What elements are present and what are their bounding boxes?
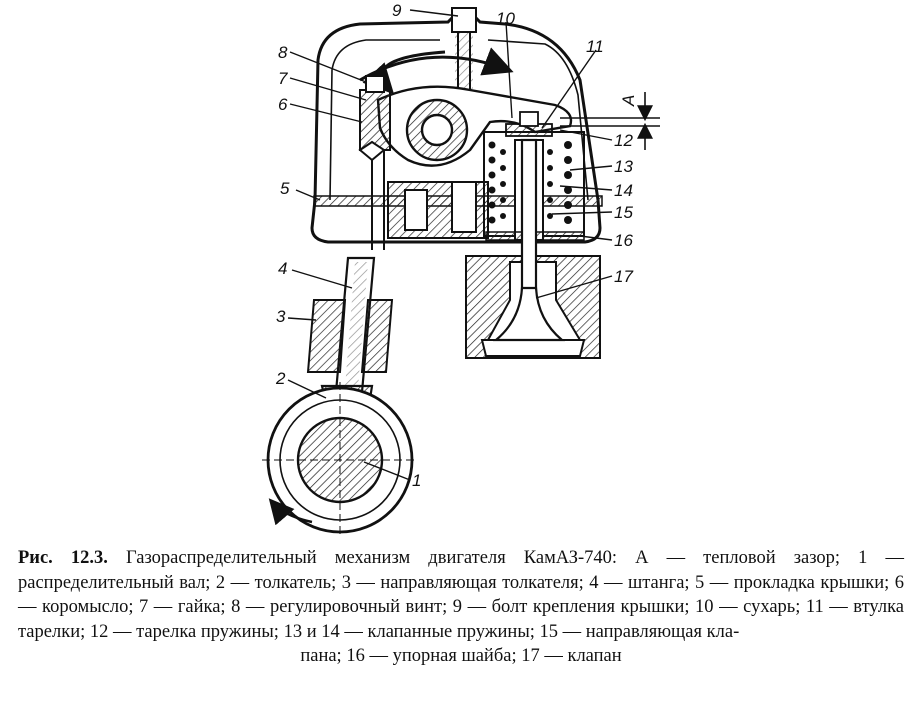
label-A: A <box>619 95 638 107</box>
label-4: 4 <box>278 259 287 278</box>
label-3: 3 <box>276 307 286 326</box>
label-13: 13 <box>614 157 633 176</box>
label-2: 2 <box>275 369 286 388</box>
adjusting-screw <box>358 75 391 250</box>
leader-lines <box>287 9 613 481</box>
label-7: 7 <box>278 69 288 88</box>
part-labels: 1 2 3 4 5 6 7 8 9 10 11 12 13 14 15 16 1… <box>275 1 638 490</box>
valve-mechanism-diagram: 1 2 3 4 5 6 7 8 9 10 11 12 13 14 15 16 1… <box>262 1 660 538</box>
valve <box>492 138 566 342</box>
figure-caption: Рис. 12.3. Газораспределительный механиз… <box>18 546 904 669</box>
caption-text: Газораспределительный механизм двигателя… <box>18 548 905 642</box>
label-6: 6 <box>278 95 288 114</box>
rocker-support <box>387 181 489 239</box>
pushrod-guide <box>306 299 394 373</box>
label-14: 14 <box>614 181 633 200</box>
label-15: 15 <box>614 203 633 222</box>
label-16: 16 <box>614 231 633 250</box>
label-10: 10 <box>496 9 515 28</box>
figure-number: Рис. 12.3. <box>18 548 108 568</box>
camshaft <box>262 382 418 538</box>
label-9: 9 <box>392 1 402 20</box>
label-11: 11 <box>586 37 604 56</box>
label-5: 5 <box>280 179 290 198</box>
caption-last-line: пана; 16 — упорная шайба; 17 — клапан <box>300 646 622 666</box>
valve-cover <box>310 16 602 244</box>
cover-bolt <box>451 7 477 92</box>
rocker-arm <box>359 47 573 167</box>
label-8: 8 <box>278 43 288 62</box>
label-12: 12 <box>614 131 633 150</box>
label-1: 1 <box>412 471 421 490</box>
thermal-gap-marker <box>560 92 660 150</box>
label-17: 17 <box>614 267 633 286</box>
